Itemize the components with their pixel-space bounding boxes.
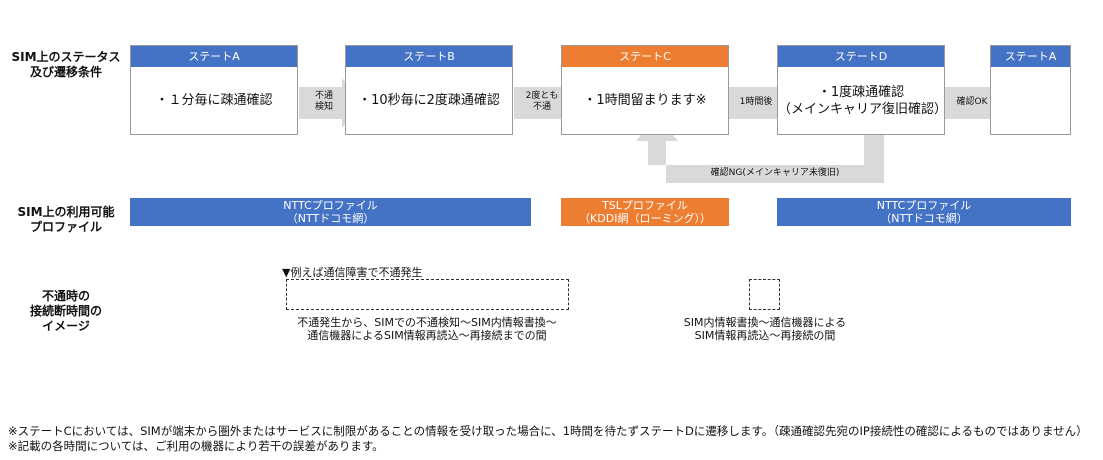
state-description: ・1度疎通確認 （メインキャリア復旧確認） [778,84,948,117]
profile-network: （NTTドコモ網） [286,212,375,225]
transition-label-c-d: 1時間後 [739,97,773,107]
profile-bar-nttc-1: NTTCプロファイル （NTTドコモ網） [130,198,531,226]
state-header: ステートB [346,46,512,67]
state-header: ステートC [562,46,728,67]
outage-duration-short [749,279,780,310]
profile-name: TSLプロファイル [602,199,688,212]
state-header: ステートA [991,46,1070,67]
outage-duration-long [286,279,569,310]
transition-label-a-b: 不通 検知 [314,91,333,112]
state-description: ・1時間留まります※ [583,93,707,108]
state-header: ステートD [778,46,944,67]
state-box-c: ステートC ・1時間留まります※ [561,45,729,135]
profile-network: （KDDI網（ローミング）） [579,212,711,225]
arrow-return-d-to-c [636,116,884,183]
transition-label-d-a: 確認OK [956,97,988,107]
return-arrow-label: 確認NG(メインキャリア未復旧) [710,168,840,178]
profile-bar-tsl: TSLプロファイル （KDDI網（ローミング）） [561,198,729,226]
profile-name: NTTCプロファイル [876,199,972,212]
profile-network: （NTTドコモ網） [880,212,968,225]
row-label-status: SIM上のステータス 及び遷移条件 [11,50,121,79]
transition-label-b-c: 2度とも 不通 [525,91,559,112]
outage-caption-short: SIM内情報書換～通信機器による SIM情報再読込～再接続の間 [683,316,847,342]
outage-caption-long: 不通発生から、SIMでの不通検知～SIM内情報書換～ 通信機器によるSIM情報再… [297,316,557,342]
profile-name: NTTCプロファイル [283,199,378,212]
state-box-d: ステートD ・1度疎通確認 （メインキャリア復旧確認） [777,45,948,135]
state-box-b: ステートB ・10秒毎に2度疎通確認 [345,45,513,135]
outage-marker: ▼例えば通信障害で不通発生 [282,266,422,279]
state-description: ・１分毎に疎通確認 [155,93,273,108]
state-box-a: ステートA ・１分毎に疎通確認 [130,45,298,135]
outage-marker-text: 例えば通信障害で不通発生 [290,266,423,279]
row-label-outage: 不通時の 接続断時間の イメージ [29,289,102,333]
profile-bar-nttc-2: NTTCプロファイル （NTTドコモ網） [777,198,1071,226]
down-triangle-icon: ▼ [282,266,291,279]
state-header: ステートA [131,46,297,67]
footnote-1: ※ステートCにおいては、SIMが端末から圏外またはサービスに制限があることの情報… [8,424,1088,438]
state-description: ・10秒毎に2度疎通確認 [358,93,500,108]
row-label-profile: SIM上の利用可能 プロファイル [17,205,115,234]
footnote-2: ※記載の各時間については、ご利用の機器により若干の誤差があります。 [8,439,384,453]
state-box-a-return: ステートA [990,45,1071,135]
